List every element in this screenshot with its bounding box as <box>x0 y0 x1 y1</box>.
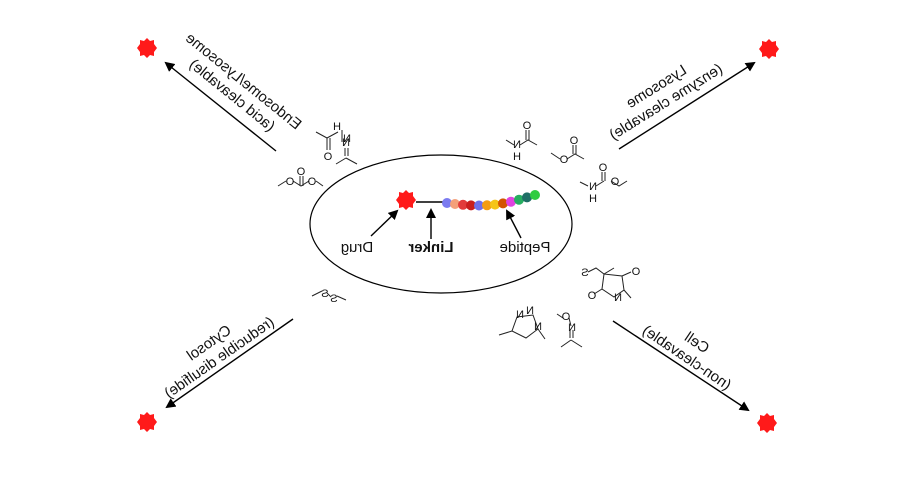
atom-s: S <box>581 267 588 279</box>
carbamate-structure: N H O O <box>579 162 628 205</box>
released-drug-top-right-icon <box>759 39 779 59</box>
label-bottom-left: Cytosol (reducible disulfide) <box>161 314 277 403</box>
atom-o: O <box>323 151 332 163</box>
peptide-bead <box>498 198 508 209</box>
atom-n: N <box>343 133 351 145</box>
label-top-left: Endosome/Lysosome (acid cleavable) <box>182 30 304 135</box>
atom-o: O <box>296 166 305 178</box>
atom-o: O <box>522 120 531 132</box>
released-drug-top-left-icon <box>137 38 157 58</box>
peptide-bead <box>458 199 468 210</box>
disulfide-structure: S S <box>311 288 347 305</box>
arrow-bottom-right <box>612 320 750 412</box>
drug-pointer-arrow <box>370 209 399 237</box>
atom-o: O <box>587 290 596 302</box>
peptide-bead <box>506 196 516 207</box>
carbonate-structure: O O O <box>277 166 324 188</box>
linker-label: Linker <box>408 239 453 256</box>
arrow-bottom-left <box>165 318 294 409</box>
peptide-bead <box>514 194 524 205</box>
atom-o: O <box>569 135 578 147</box>
top-left-line1: Endosome/Lysosome <box>182 30 304 134</box>
atom-n: N <box>342 137 350 149</box>
peptide-beads <box>442 190 540 211</box>
atom-o: O <box>559 154 568 166</box>
peptide-bead <box>490 199 500 210</box>
hydrazone-structure: H N N O <box>315 121 358 165</box>
atom-n: N <box>534 321 542 333</box>
released-drug-bottom-right-icon <box>757 413 777 433</box>
atom-o: O <box>598 162 607 174</box>
ester-structure: O O <box>550 135 585 166</box>
triazole-structure: N N N <box>498 305 546 340</box>
released-drug-bottom-left-icon <box>137 412 157 432</box>
atom-h: H <box>333 121 341 133</box>
peptide-bead <box>450 199 460 209</box>
atom-n: N <box>589 181 597 193</box>
conjugate-ellipse <box>309 154 573 294</box>
atom-s: S <box>330 293 337 305</box>
bottom-right-line2: (non-cleavable) <box>639 322 734 394</box>
atom-h: H <box>589 193 597 205</box>
atom-o: O <box>285 176 294 188</box>
atom-n: N <box>568 322 576 334</box>
peptide-bead <box>442 198 452 208</box>
atom-o: O <box>307 176 316 188</box>
oxime-structure: O N <box>556 311 583 348</box>
peptide-pointer-arrow <box>506 209 522 239</box>
arrow-top-left <box>164 61 277 152</box>
atom-n: N <box>513 139 521 151</box>
atom-o: O <box>561 311 570 323</box>
atom-n: N <box>526 305 534 317</box>
peptide-label: Peptide <box>500 239 551 256</box>
peptide-bead <box>530 190 540 200</box>
atom-o: O <box>610 176 619 188</box>
atom-n: N <box>614 292 622 304</box>
atom-n: N <box>516 309 524 321</box>
atom-h: H <box>513 151 521 163</box>
peptide-bead <box>522 192 532 203</box>
drug-payload-icon <box>396 190 416 210</box>
peptide-bead <box>482 200 492 211</box>
label-bottom-right: Cell (non-cleavable) <box>639 322 734 394</box>
amide-structure: N H O <box>505 120 538 163</box>
arrow-top-right <box>618 61 756 150</box>
peptide-bead <box>466 200 476 211</box>
maleimide-thioether-structure: S O O N <box>581 266 640 304</box>
peptide-bead <box>474 200 484 211</box>
label-top-right: Lysosome (enzyme cleavable) <box>606 60 725 143</box>
atom-o: O <box>631 266 640 278</box>
atom-s: S <box>321 288 328 300</box>
drug-label: Drug <box>341 239 374 256</box>
